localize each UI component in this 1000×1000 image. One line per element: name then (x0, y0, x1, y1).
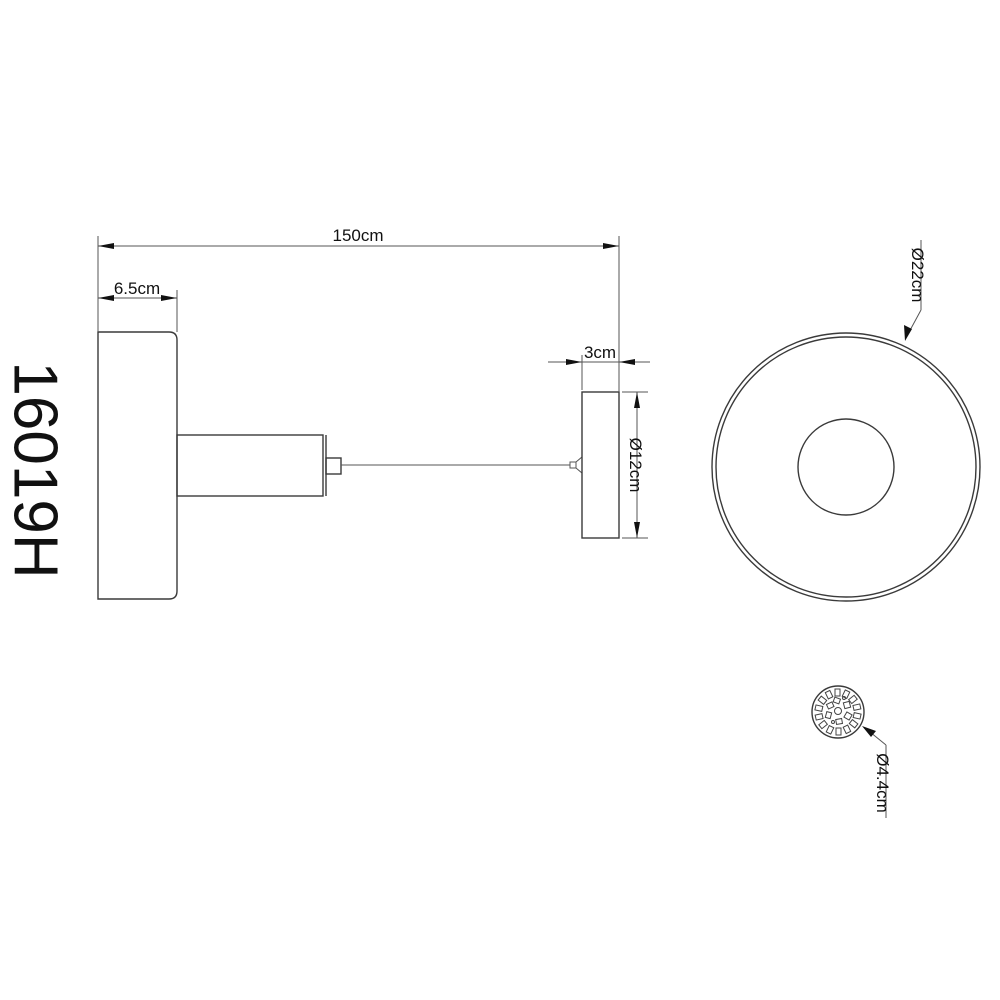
outer-ring (711, 332, 981, 602)
led-chips-inner-cluster (824, 696, 853, 726)
head-connector (569, 461, 577, 469)
head-diameter-label: Ø12cm (626, 438, 645, 493)
head-depth-label: 3cm (584, 343, 616, 362)
wall-plate (97, 331, 178, 600)
front-view (711, 332, 981, 602)
model-number: 16019H (1, 361, 70, 578)
led-module-outline (811, 685, 865, 739)
led-module-diameter-label: Ø4.4cm (873, 753, 892, 813)
wall-plate-diameter-label: Ø22cm (908, 248, 927, 303)
dimension-wall-plate-diameter: Ø22cm (904, 240, 927, 341)
dimension-head-depth: 3cm (548, 343, 650, 390)
head-connector-cone (575, 455, 583, 475)
lamp-head (581, 391, 620, 539)
arm-cylinder (176, 434, 324, 497)
total-length-label: 150cm (332, 226, 383, 245)
dimension-wall-plate-depth: 6.5cm (98, 279, 178, 332)
wall-plate-depth-label: 6.5cm (114, 279, 160, 298)
model-number-label: 16019H (1, 361, 70, 578)
dimension-head-diameter: Ø12cm (622, 391, 648, 539)
cable-connector (325, 457, 342, 475)
side-view (97, 331, 620, 600)
led-chips-outer-ring (814, 688, 862, 736)
inner-ring (715, 336, 977, 598)
led-module-detail (811, 685, 865, 739)
center-circle (797, 418, 895, 516)
dimension-total-length: 150cm (97, 226, 620, 392)
dimension-led-module-diameter: Ø4.4cm (862, 726, 892, 818)
